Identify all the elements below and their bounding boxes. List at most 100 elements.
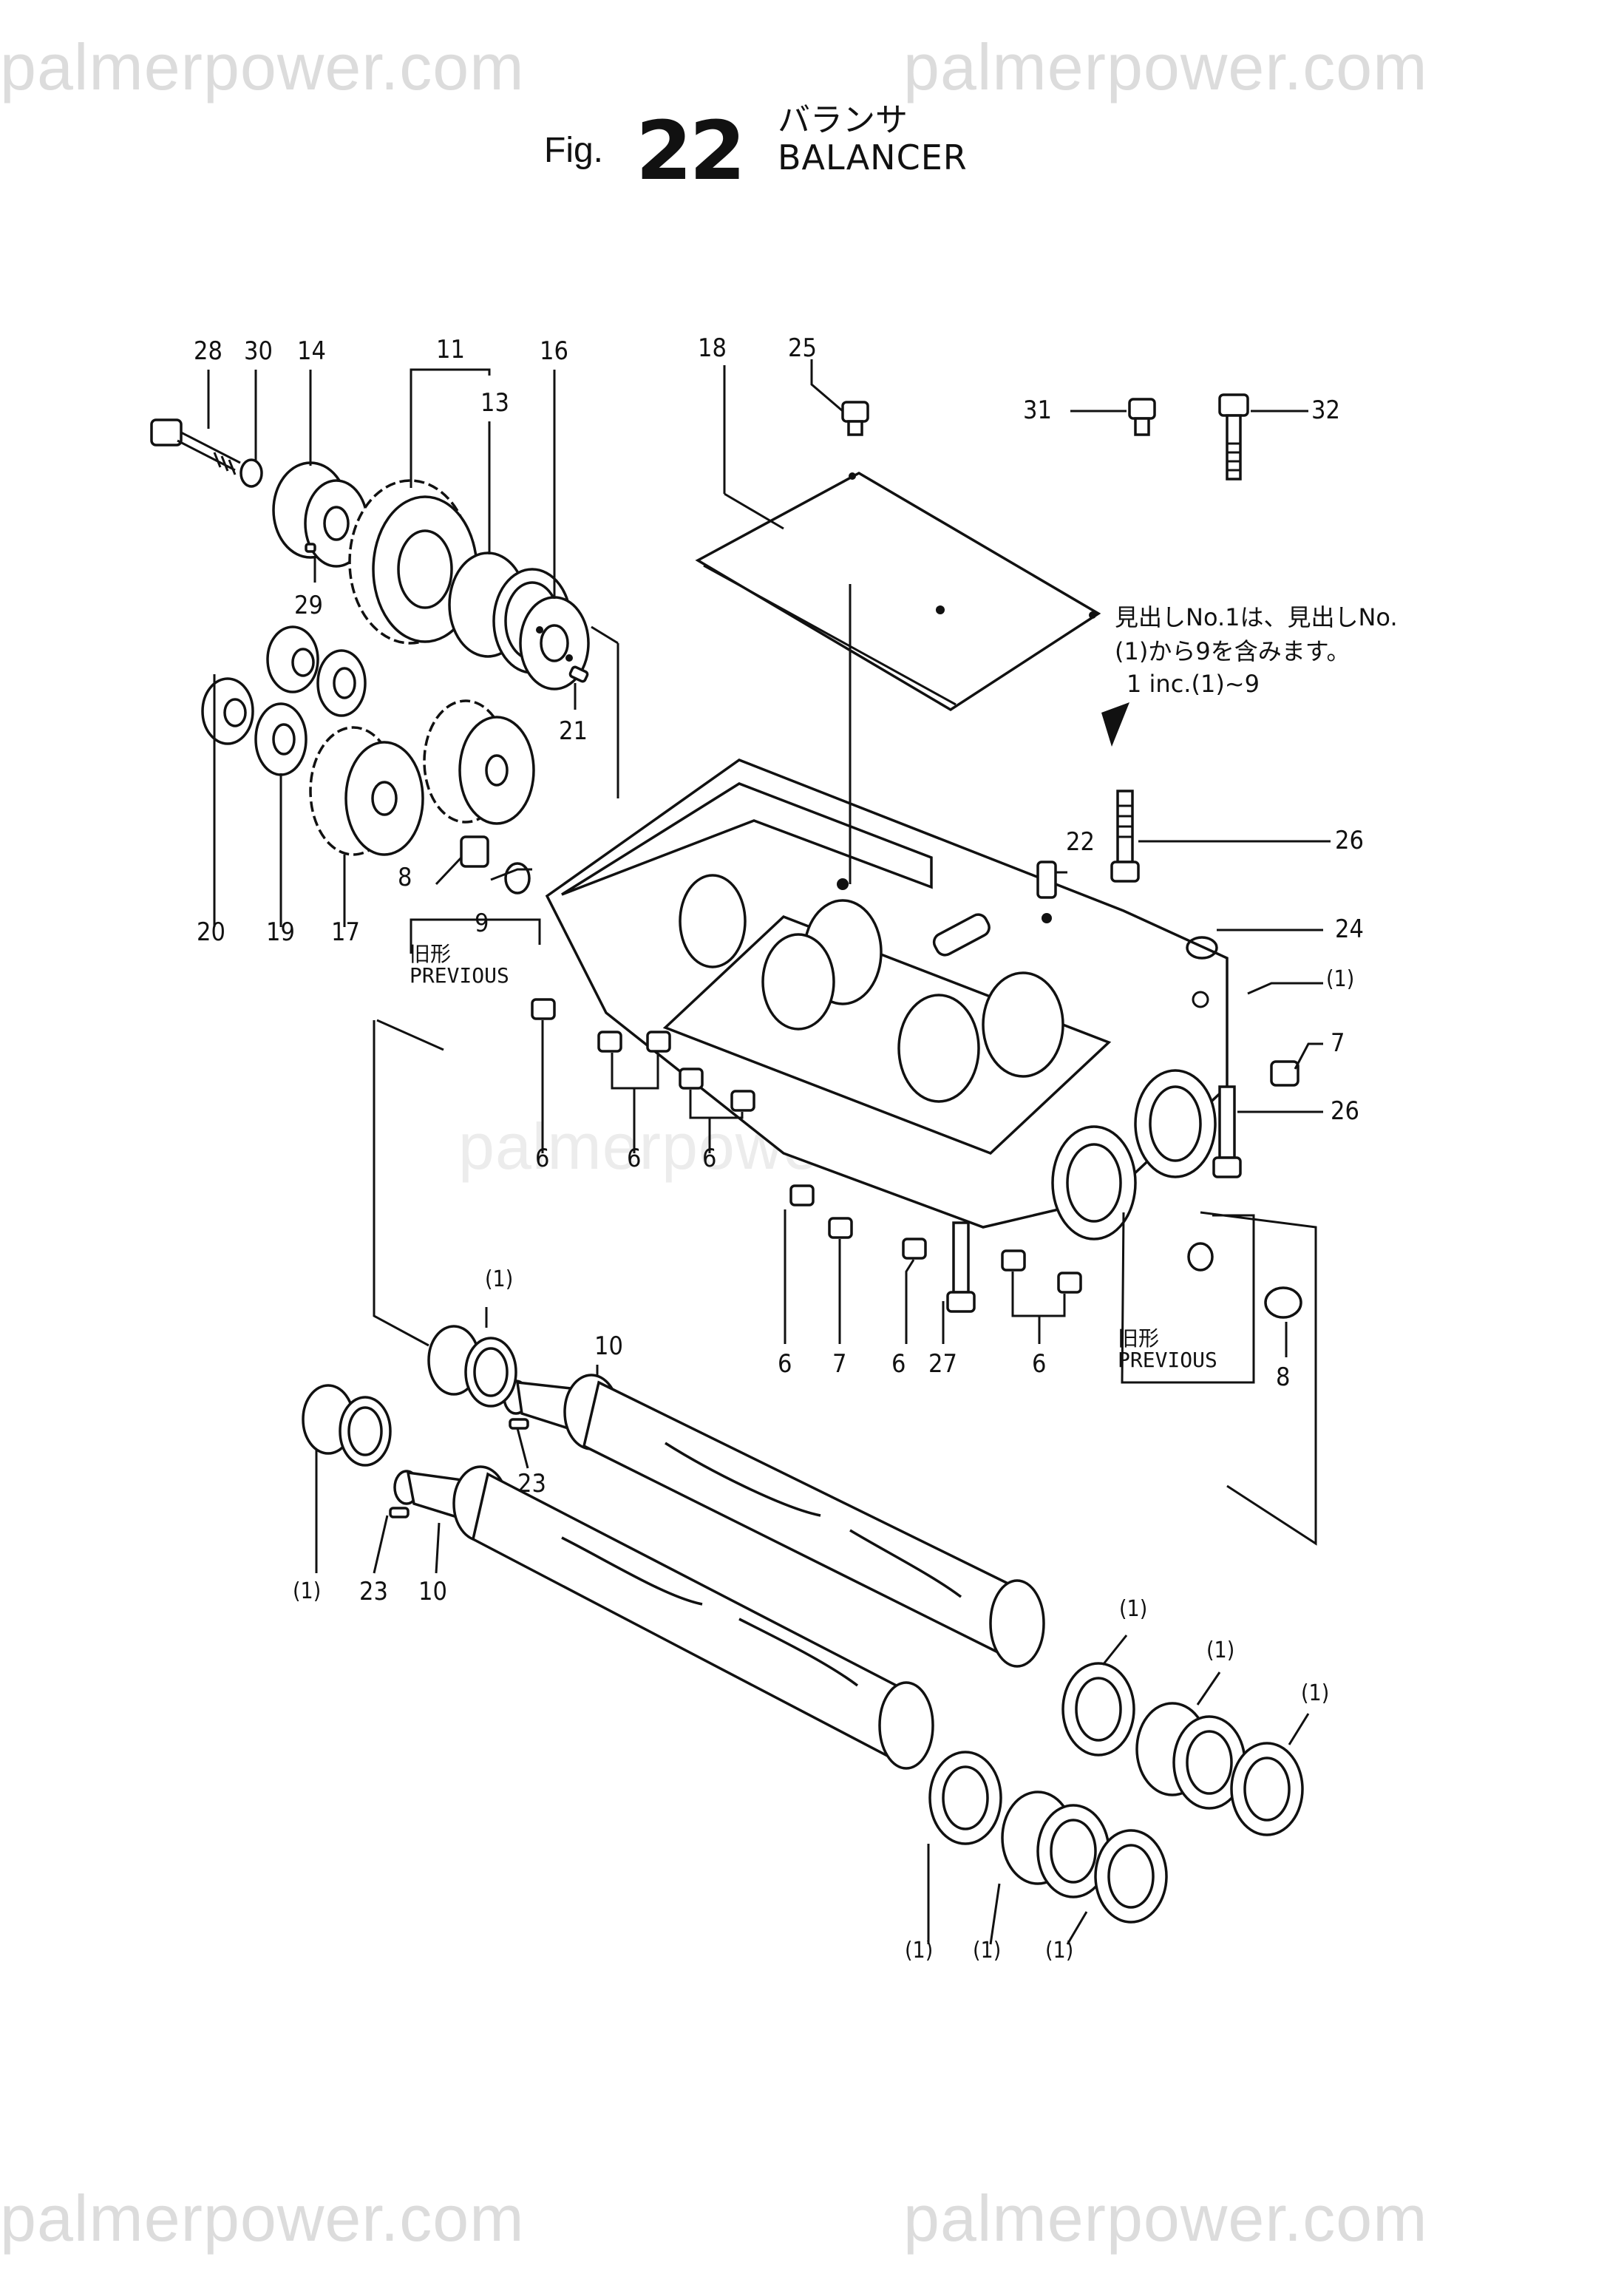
- callout-30: 30: [244, 336, 273, 366]
- watermark-top-right: palmerpower.com: [903, 30, 1428, 103]
- figure-label: Fig.: [544, 131, 604, 170]
- nut-20-part: [201, 677, 254, 745]
- note-line-2: (1)から9を含みます。: [1115, 637, 1350, 665]
- callout-20: 20: [197, 917, 225, 947]
- title-english: BALANCER: [778, 138, 968, 177]
- callout-6-a: 6: [535, 1144, 550, 1173]
- gear-upper-part: [423, 699, 535, 825]
- callout-1-bushing-e: (1): [1301, 1680, 1330, 1706]
- plug-6-c-part: [646, 1031, 671, 1053]
- callout-10-lower: 10: [418, 1577, 447, 1606]
- callout-6-c: 6: [702, 1144, 717, 1173]
- callout-6-f: 6: [1032, 1349, 1047, 1379]
- bushing-1-e-part: [1230, 1742, 1304, 1836]
- callout-9: 9: [475, 909, 489, 938]
- plug-6-e-part: [730, 1090, 755, 1112]
- plug-6-d-part: [679, 1068, 704, 1090]
- plug-6-b-part: [597, 1031, 622, 1053]
- plug-8-lower-part: [1264, 1286, 1302, 1319]
- callout-24: 24: [1335, 914, 1364, 944]
- callout-32: 32: [1311, 396, 1340, 425]
- callout-8-lower: 8: [1276, 1362, 1291, 1392]
- callout-1-bushing-f: (1): [905, 1938, 934, 1964]
- watermark-bottom-right: palmerpower.com: [903, 2182, 1428, 2255]
- callout-26-lower: 26: [1331, 1096, 1359, 1126]
- callout-1-bushing-b: (1): [293, 1578, 322, 1604]
- leader-lines: [207, 359, 1331, 1945]
- previous-label-right-jp: 旧形: [1118, 1326, 1160, 1351]
- oring-24-part: [1186, 936, 1218, 960]
- bolt-26-upper-part: [1110, 790, 1140, 883]
- plug-7-right-part: [1270, 1060, 1299, 1087]
- callout-21: 21: [559, 716, 588, 746]
- callout-28: 28: [194, 336, 222, 366]
- callout-29: 29: [294, 591, 323, 620]
- callout-1-bushing-c: (1): [1119, 1596, 1148, 1622]
- callout-25: 25: [788, 333, 817, 363]
- callout-7-left: 7: [832, 1349, 847, 1379]
- callout-13: 13: [480, 388, 509, 418]
- bushing-1-d-part: [1135, 1702, 1246, 1810]
- callout-14: 14: [297, 336, 326, 366]
- bolt-31-part: [1128, 398, 1156, 436]
- previous-label-left-jp: 旧形: [410, 942, 452, 966]
- callout-10-upper: 10: [594, 1331, 623, 1361]
- callout-6-d: 6: [778, 1349, 792, 1379]
- bushing-1-c-part: [1061, 1662, 1135, 1757]
- callout-1-bushing-g: (1): [973, 1938, 1002, 1964]
- bolt-25-part: [841, 401, 869, 436]
- washer-upper-part: [316, 649, 367, 717]
- washer-30-part: [239, 458, 263, 488]
- plug-6-i-part: [1057, 1272, 1082, 1294]
- note-line-1: 見出しNo.1は、見出しNo.: [1115, 603, 1398, 631]
- gear-17-part: [309, 726, 424, 856]
- callout-1-bushing-a: (1): [485, 1266, 514, 1292]
- key-23-upper-part: [509, 1418, 529, 1430]
- callout-8-upper: 8: [398, 863, 412, 892]
- callout-27: 27: [928, 1349, 957, 1379]
- plug-7-left-part: [828, 1217, 853, 1239]
- previous-label-left-en: PREVIOUS: [410, 963, 509, 988]
- callout-26-upper: 26: [1335, 826, 1364, 855]
- washer-19-part: [254, 702, 308, 776]
- bolt-32-part: [1218, 393, 1249, 481]
- stud-22-part: [1036, 861, 1057, 899]
- nut-upper-part: [266, 625, 319, 693]
- callout-22: 22: [1066, 827, 1095, 857]
- plug-6-g-part: [902, 1238, 927, 1260]
- bushing-1-g-part: [1001, 1791, 1110, 1898]
- callout-6-e: 6: [891, 1349, 906, 1379]
- callout-6-b: 6: [627, 1144, 642, 1173]
- bolt-27-part: [946, 1221, 976, 1313]
- bushing-1-f-part: [928, 1751, 1002, 1845]
- plate-16-part: [519, 596, 590, 690]
- key-23-lower-part: [389, 1507, 410, 1518]
- washer-9-part: [504, 862, 531, 895]
- plug-6-f-part: [789, 1184, 815, 1206]
- previous-label-right: 旧形 PREVIOUS: [1118, 1328, 1217, 1371]
- callout-16: 16: [540, 336, 568, 366]
- callout-31: 31: [1023, 396, 1052, 425]
- balancer-shaft-lower-part: [393, 1465, 934, 1770]
- plug-6-h-part: [1001, 1249, 1026, 1272]
- callout-11: 11: [436, 335, 465, 364]
- previous-label-right-en: PREVIOUS: [1118, 1348, 1217, 1373]
- washer-lower-part: [1187, 1242, 1214, 1272]
- figure-number: 22: [636, 103, 746, 198]
- callout-18: 18: [698, 333, 727, 363]
- cover-plate-18-part: [695, 471, 1101, 712]
- bushing-1-h-part: [1094, 1829, 1168, 1924]
- callout-23-lower: 23: [359, 1577, 388, 1606]
- previous-label-left: 旧形 PREVIOUS: [410, 943, 509, 987]
- plug-6-a-part: [531, 998, 556, 1020]
- watermark-bottom-left: palmerpower.com: [0, 2182, 525, 2255]
- callout-1-bushing-d: (1): [1206, 1637, 1235, 1663]
- direction-arrow-part: [1101, 702, 1129, 747]
- hub-14-part: [272, 461, 369, 568]
- bushing-1-b-part: [302, 1384, 392, 1467]
- balancer-shaft-upper-part: [503, 1374, 1045, 1668]
- bushing-1-a-part: [427, 1325, 517, 1408]
- note-line-3: 1 inc.(1)~9: [1127, 670, 1260, 698]
